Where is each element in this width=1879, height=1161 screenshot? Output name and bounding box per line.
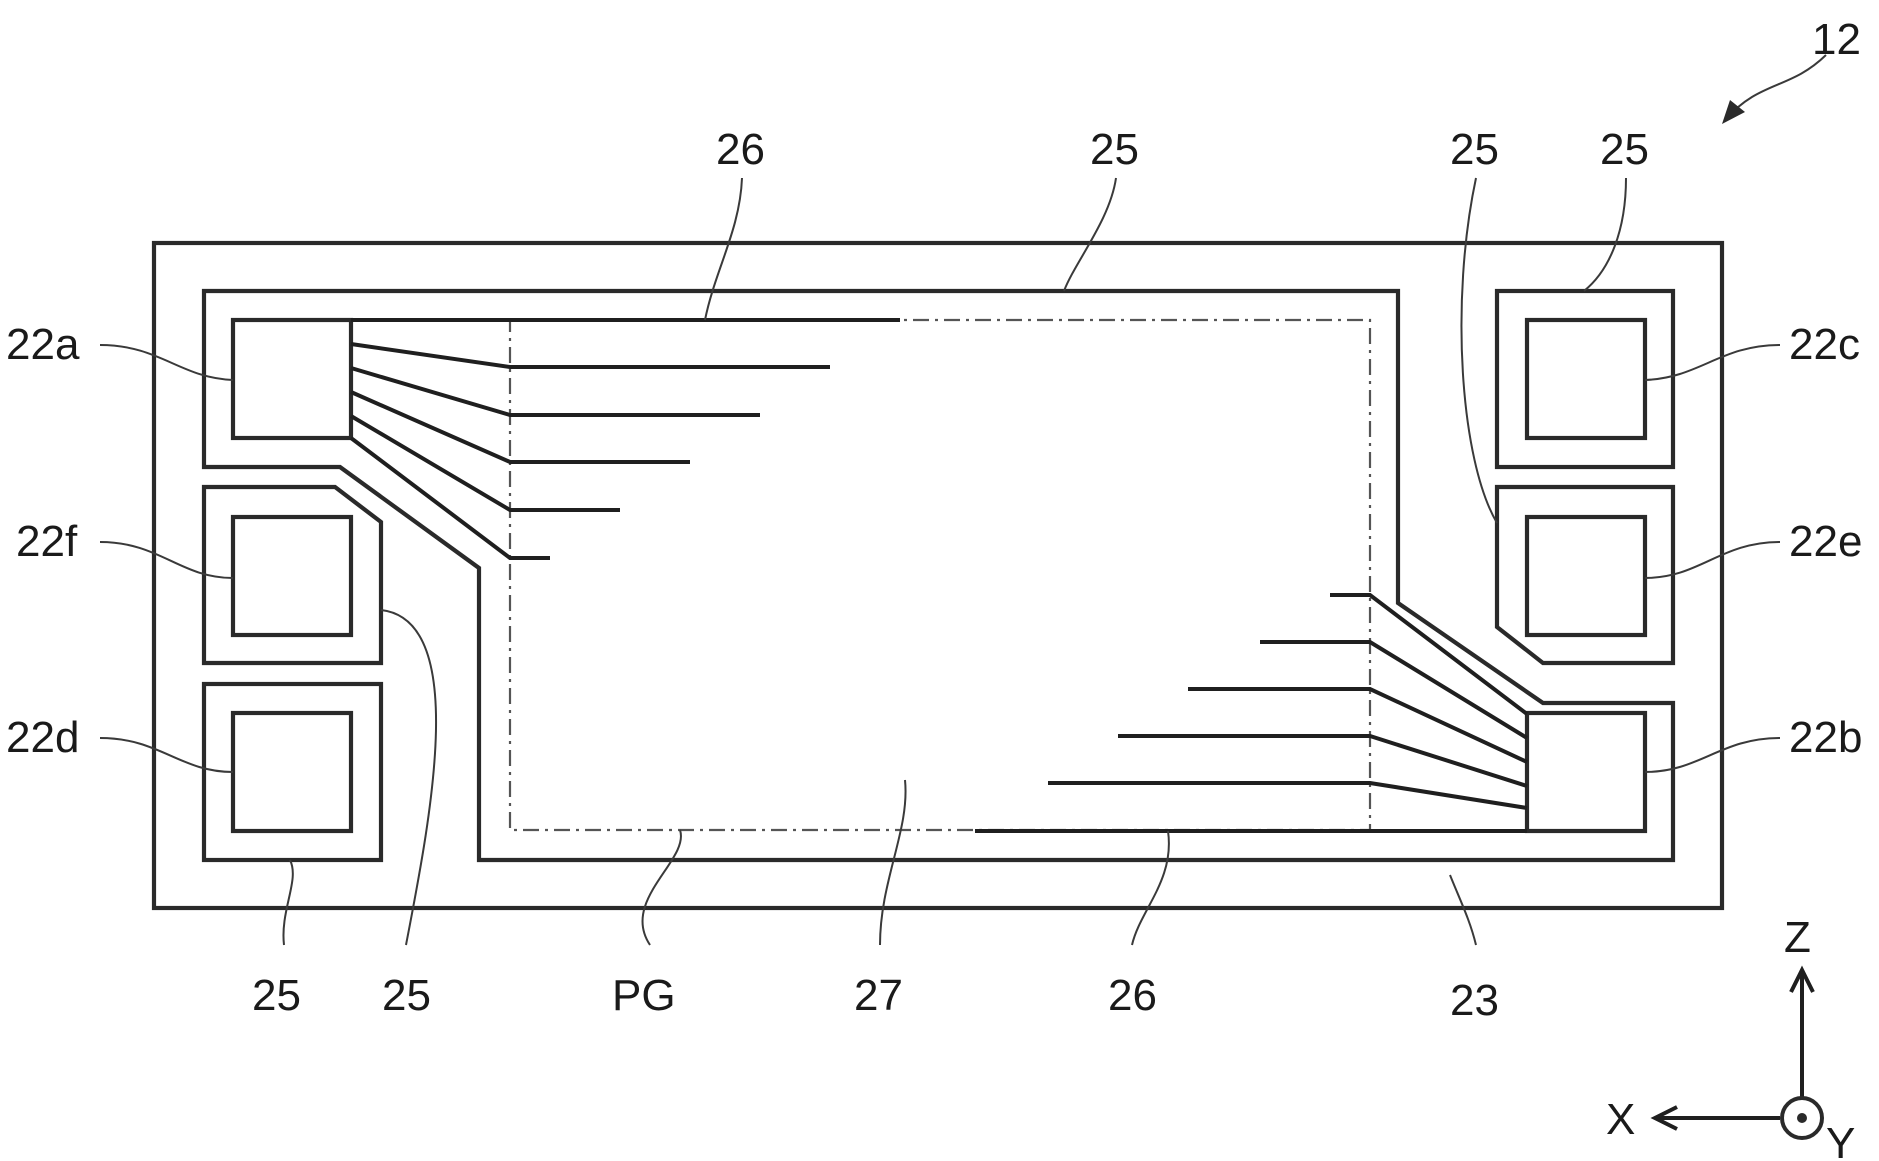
axis-label-x: X <box>1606 1095 1635 1144</box>
axis-label-y: Y <box>1826 1119 1855 1161</box>
pad-22c <box>1527 320 1645 438</box>
pattern-region-pg <box>510 320 1370 830</box>
label-22d: 22d <box>6 713 79 762</box>
label-22e: 22e <box>1789 517 1862 566</box>
label-22b: 22b <box>1789 713 1862 762</box>
label-pg: PG <box>612 971 676 1020</box>
label-22c: 22c <box>1789 320 1860 369</box>
label-22f: 22f <box>16 517 78 566</box>
conductive-layer-25-main <box>204 291 1673 860</box>
label-25-top-right-1: 25 <box>1450 125 1499 174</box>
wires-22b <box>975 595 1527 831</box>
label-25-bottom-2: 25 <box>382 971 431 1020</box>
pad-22b <box>1527 713 1645 831</box>
label-25-bottom-1: 25 <box>252 971 301 1020</box>
axis-indicator <box>1655 970 1822 1138</box>
label-22a: 22a <box>6 320 80 369</box>
pad-22f <box>233 517 351 635</box>
label-27: 27 <box>854 971 903 1020</box>
label-25-top-right-2: 25 <box>1600 125 1649 174</box>
outer-plate-23 <box>154 243 1722 908</box>
axis-label-z: Z <box>1784 913 1811 962</box>
pad-22d <box>233 713 351 831</box>
pad-22a <box>233 320 351 438</box>
label-23: 23 <box>1450 976 1499 1025</box>
wires-22a <box>351 320 900 558</box>
leader-lines <box>100 55 1826 945</box>
pad-22e <box>1527 517 1645 635</box>
label-26-bottom: 26 <box>1108 971 1157 1020</box>
label-ref-12: 12 <box>1812 15 1861 64</box>
label-26-top: 26 <box>716 125 765 174</box>
label-25-top: 25 <box>1090 125 1139 174</box>
